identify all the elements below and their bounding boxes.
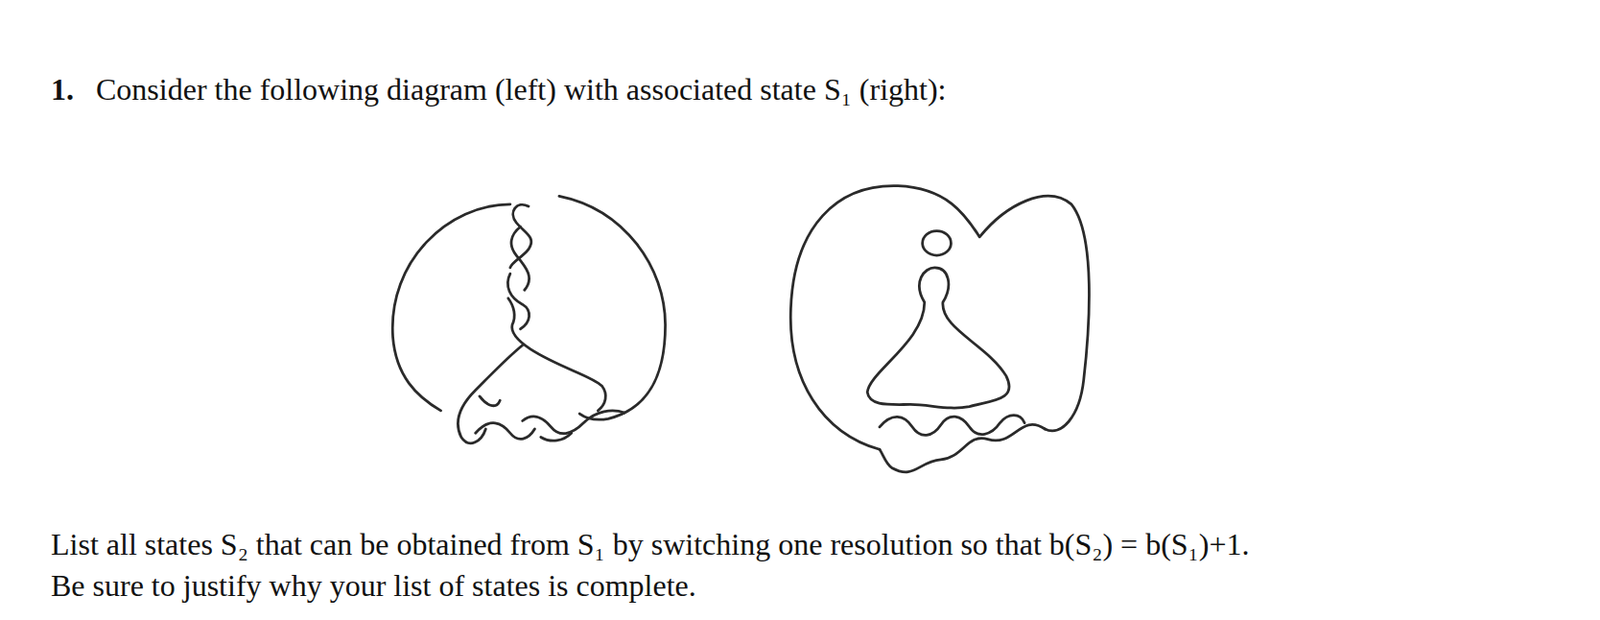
problem-question: List all states S₂ that can be obtained … — [50, 527, 1249, 562]
problem-question: Be sure to justify why your list of stat… — [50, 568, 697, 603]
problem-number: 1. — [50, 72, 74, 107]
knot-diagram — [392, 195, 665, 443]
state-diagram — [790, 186, 1089, 472]
problem-statement: Consider the following diagram (left) wi… — [95, 72, 947, 107]
